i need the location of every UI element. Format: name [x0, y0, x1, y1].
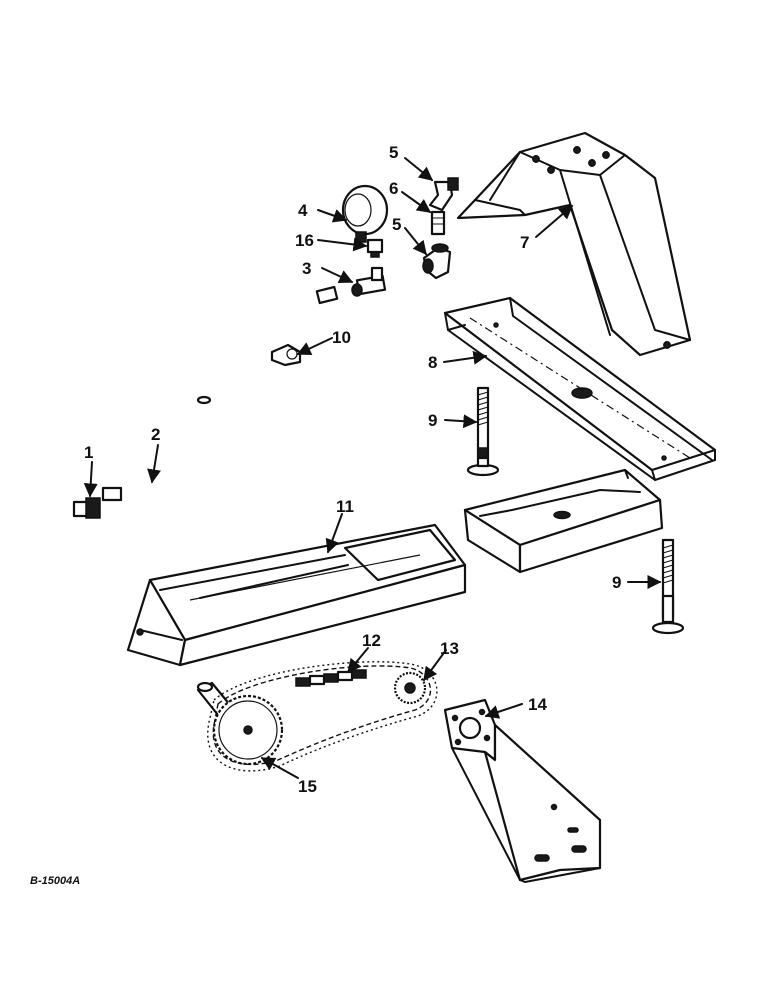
- pressure-gauge-part-4: [341, 184, 389, 243]
- callout-8: 8: [428, 353, 437, 372]
- callout-5-upper: 5: [389, 143, 398, 162]
- callout-15: 15: [298, 777, 317, 796]
- callout-16: 16: [295, 231, 314, 250]
- mount-bracket-part-14: [443, 698, 602, 883]
- drawing-code: B-15004A: [30, 875, 80, 887]
- callout-13: 13: [440, 639, 459, 658]
- elbow-part-5-lower: [422, 243, 452, 280]
- carriage-bolt-part-9-lower: [651, 538, 685, 635]
- trough-housing-part-11: [126, 523, 467, 667]
- callout-9-upper: 9: [428, 411, 437, 430]
- large-sprocket-part-15: [196, 681, 284, 766]
- hose-clamp-part-10: [270, 343, 302, 367]
- callout-5-lower: 5: [392, 215, 401, 234]
- tee-fitting-part-3: [351, 266, 387, 297]
- callout-9-lower: 9: [612, 573, 621, 592]
- pipe-nipple-part-6: [430, 210, 446, 236]
- fitting-part-1: [72, 497, 101, 519]
- channel-part-8: [443, 296, 717, 481]
- small-sprocket-part-13: [393, 671, 427, 705]
- callout-10: 10: [332, 328, 351, 347]
- callout-7: 7: [520, 233, 529, 252]
- callout-6: 6: [389, 179, 398, 198]
- elbow-part-5-upper: [428, 177, 459, 212]
- rectangular-tube: [463, 468, 664, 574]
- leader-lines: [83, 157, 662, 779]
- callout-14: 14: [528, 695, 547, 714]
- callout-2: 2: [151, 425, 160, 444]
- callout-4: 4: [298, 201, 308, 220]
- callout-11: 11: [336, 497, 354, 516]
- chain-segment-part-12: [295, 669, 367, 687]
- hose-part-2: [101, 285, 339, 502]
- bushing-part-16: [366, 238, 384, 258]
- carriage-bolt-part-9-upper: [466, 386, 500, 477]
- callout-3: 3: [302, 259, 311, 278]
- support-bracket-part-7: [456, 131, 692, 357]
- callout-12: 12: [362, 631, 381, 650]
- callout-1: 1: [84, 443, 93, 462]
- drive-chain-loop: [207, 661, 438, 772]
